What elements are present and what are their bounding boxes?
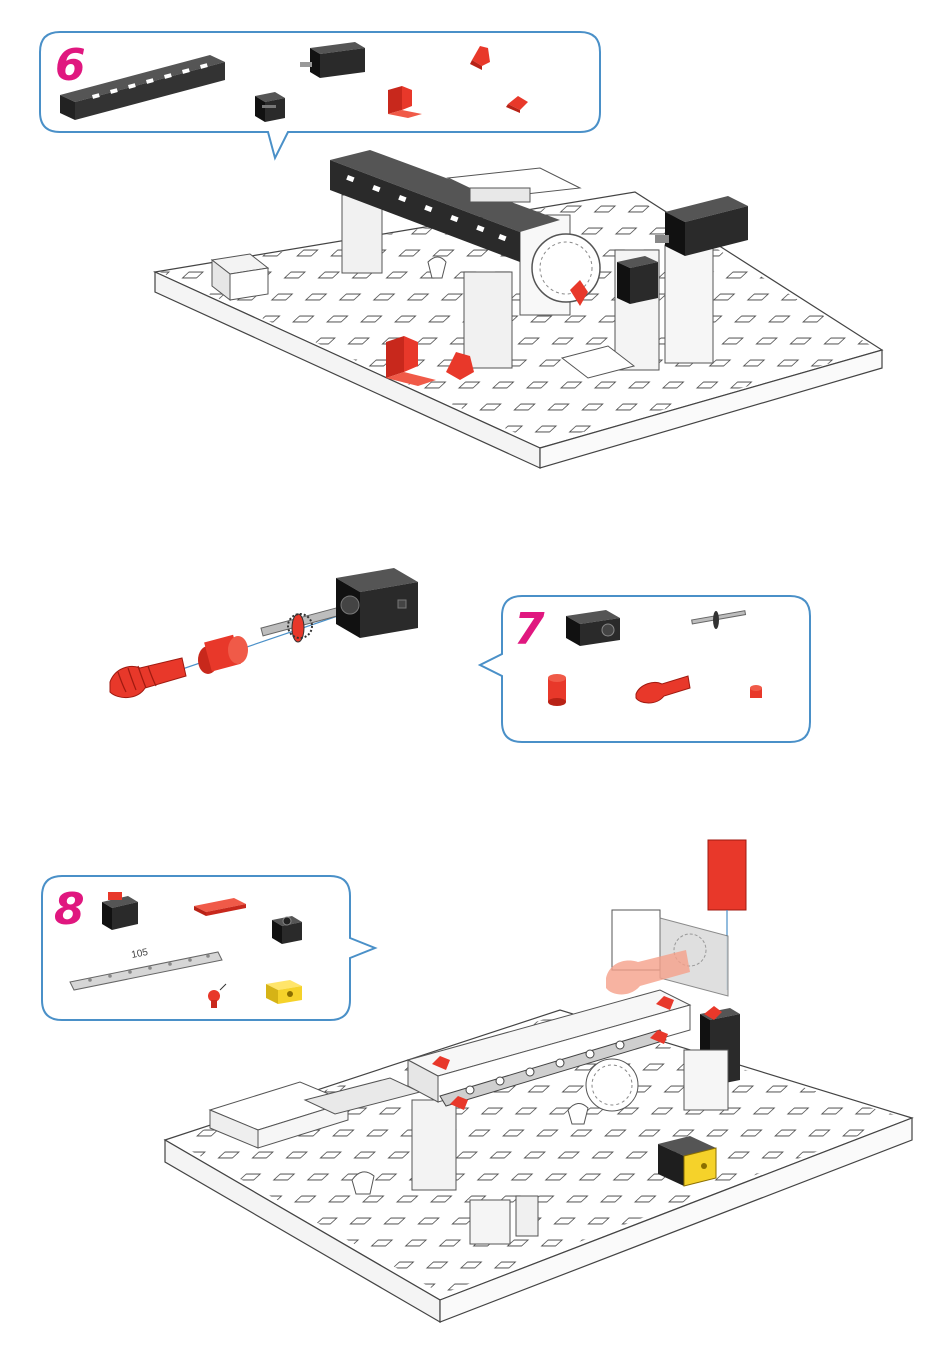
red-worm-screw-part xyxy=(110,658,186,698)
yellow-building-block-icon xyxy=(266,980,302,1004)
step-8: 8 xyxy=(42,840,912,1322)
black-building-block-icon xyxy=(272,916,302,944)
red-collet-nut-part xyxy=(198,635,248,674)
black-building-block-5-icon xyxy=(255,92,285,122)
exploded-assembly-7 xyxy=(110,568,418,698)
step-7: 7 xyxy=(110,568,810,742)
black-gear-box-icon xyxy=(566,610,620,646)
steel-axle-part xyxy=(261,607,340,642)
step-7-number: 7 xyxy=(514,604,545,655)
step-6-callout: 6 xyxy=(40,32,600,158)
step-6-number: 6 xyxy=(55,40,86,91)
step-7-callout: 7 xyxy=(480,596,810,742)
step-8-callout: 8 xyxy=(42,876,375,1020)
black-gear-box-part xyxy=(336,568,418,638)
red-collet-nut-icon xyxy=(548,674,566,706)
red-small-bushing-icon xyxy=(750,685,762,698)
step-8-number: 8 xyxy=(54,884,85,935)
step-6: 6 xyxy=(40,32,882,468)
